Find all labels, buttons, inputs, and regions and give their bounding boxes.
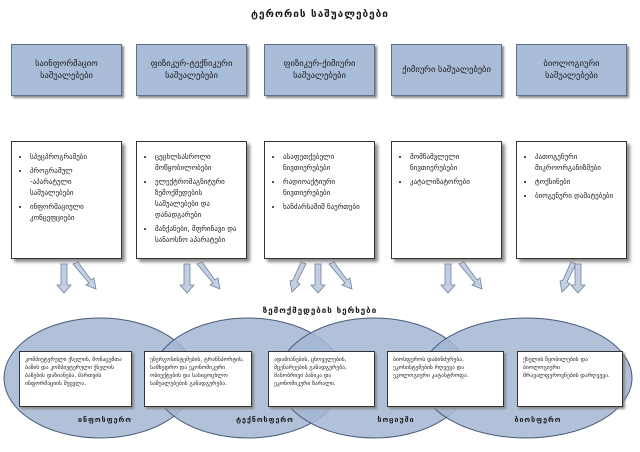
- sphere-textbox-technosphere: ენერგოსისტემების, ტრანსპორტის, სამხედრო …: [144, 351, 252, 407]
- arrow-diagonal: [559, 261, 577, 293]
- arrow-diagonal: [328, 261, 353, 290]
- arrow-down: [56, 263, 72, 294]
- detail-item: ინფორმაციული კონცეფციები: [30, 202, 116, 224]
- detail-item: ელექტრომაგნიტური ზემოქმედების საშუალებებ…: [155, 177, 241, 221]
- detail-box-physical-chemical: ასაფეთქებელი ნივთიერებები რადიოაქტიური ნ…: [264, 141, 375, 259]
- arrow-diagonal: [72, 261, 97, 290]
- detail-item: ბიოგენური დამატებები: [535, 191, 621, 202]
- category-box-info: საინფორმაციო საშუალებები: [11, 44, 122, 96]
- detail-box-biological: პათოგენური მიკროორგანიზმები ტოქსინები ბი…: [516, 141, 627, 259]
- arrow-down: [440, 263, 456, 294]
- arrow-diagonal: [289, 261, 307, 293]
- sphere-label-society: სოციუმი: [377, 416, 415, 424]
- detail-item: ხანძარსაშიშ ნაერთები: [283, 202, 369, 213]
- category-label: ბიოლოგიური საშუალებები: [543, 59, 600, 81]
- detail-item: პათოგენური მიკროორგანიზმები: [535, 152, 621, 174]
- sphere-textbox-society: ადამიანების, ცხოველების, მცენარეების გან…: [268, 351, 375, 407]
- note-textbox: ქსელის წყობილების და ბიოლოგიური მრავალფე…: [517, 351, 623, 407]
- sphere-textbox-biosphere: ბიოსფეროს დაბინძურება, ეკოსისტემების რღვ…: [387, 351, 504, 407]
- detail-item: ცეცხლსასროლი მოწყობილობები: [155, 152, 241, 174]
- detail-box-physical-technical: ცეცხლსასროლი მოწყობილობები ელექტრომაგნიტ…: [136, 141, 247, 259]
- detail-item: კატალიზატორები: [410, 177, 496, 188]
- detail-item: პროგრამულ -აპარატული საშუალებები: [30, 166, 116, 199]
- category-box-physical-technical: ფიზიკურ-ტექნიკური საშუალებები: [136, 44, 247, 96]
- diagram-title: ტერორის საშუალებები: [251, 9, 389, 20]
- detail-item: რადიოაქტიური ნივთიერებები: [283, 177, 369, 199]
- category-box-chemical: ქიმიური საშუალებები: [391, 44, 502, 96]
- sphere-textbox-infosphere: კომპიუტერული ქსელის, მონაცემთა ბაზის და …: [19, 351, 132, 407]
- sphere-label-infosphere: ინფოსფერო: [78, 416, 132, 424]
- arrow-down: [570, 263, 586, 294]
- detail-item: ასაფეთქებელი ნივთიერებები: [283, 152, 369, 174]
- detail-item: მომწამვლელი ნივთიერებები: [410, 152, 496, 174]
- arrow-down: [179, 263, 195, 294]
- category-box-physical-chemical: ფიზიკურ-ქიმიური საშუალებები: [264, 44, 375, 96]
- detail-item: ტოქსინები: [535, 177, 621, 188]
- arrow-diagonal: [196, 261, 221, 290]
- category-box-biological: ბიოლოგიური საშუალებები: [516, 44, 627, 96]
- arrow-down: [310, 263, 326, 294]
- sphere-label-technosphere: ტექნოსფერო: [236, 416, 294, 424]
- category-label: ფიზიკურ-ტექნიკური საშუალებები: [150, 59, 233, 81]
- category-label: საინფორმაციო საშუალებები: [35, 59, 98, 81]
- impact-methods-title: ზემოქმედების ხერხები: [262, 306, 378, 315]
- arrow-diagonal: [458, 261, 483, 290]
- connector-arrows: [56, 261, 586, 294]
- detail-box-info: სპეცპროგრამები პროგრამულ -აპარატული საშუ…: [11, 141, 122, 259]
- category-label: ფიზიკურ-ქიმიური საშუალებები: [283, 59, 356, 81]
- category-label: ქიმიური საშუალებები: [402, 65, 491, 75]
- detail-item: სპეცპროგრამები: [30, 152, 116, 163]
- sphere-label-biosphere: ბიოსფერო: [514, 416, 562, 424]
- detail-item: მანქანები, მფრინავი და სანაოსნო აპარატებ…: [155, 224, 241, 246]
- detail-box-chemical: მომწამვლელი ნივთიერებები კატალიზატორები: [391, 141, 502, 259]
